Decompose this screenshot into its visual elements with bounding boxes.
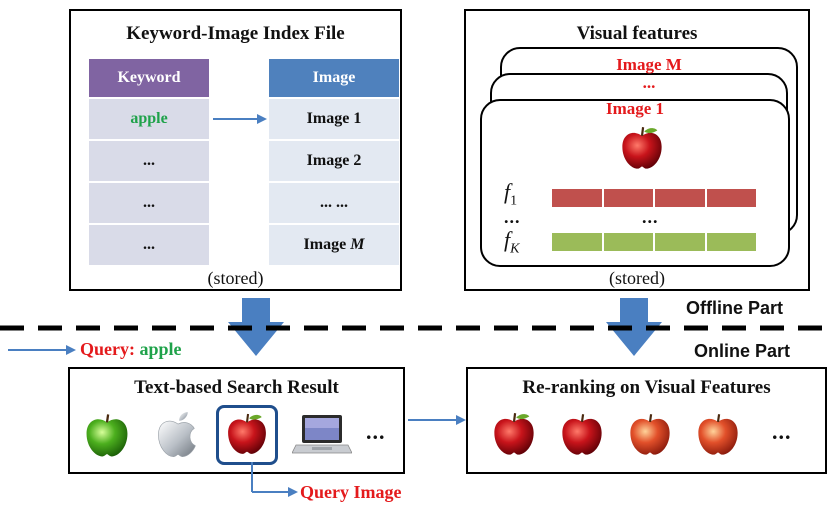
feature-f1-subscript: 1 [510, 193, 518, 209]
rerank-ellipsis: ... [772, 419, 792, 444]
rerank-apple-4 [698, 414, 738, 455]
keyword-column-header: Keyword [89, 59, 209, 97]
feature-f1-bar [552, 189, 756, 207]
keyword-image-index-panel: Keyword-Image Index File Keyword Image a… [69, 9, 402, 291]
feature-dots-left: ... [504, 207, 521, 227]
offline-part-label: Offline Part [686, 298, 784, 318]
query-label: Query: apple [80, 339, 182, 360]
image-column-header: Image [269, 59, 399, 97]
search-to-rerank-arrow [408, 415, 466, 425]
online-part-label: Online Part [694, 341, 791, 361]
query-image-highlight[interactable] [216, 405, 278, 465]
rerank-apple-2 [562, 414, 602, 455]
visual-stored-label: (stored) [609, 268, 665, 288]
card-dots: ... [642, 73, 656, 92]
text-search-ellipsis: ... [366, 419, 386, 444]
rerank-panel: Re-ranking on Visual Features ... [466, 367, 827, 474]
query-term: apple [139, 339, 182, 359]
image-cell: ... ... [269, 183, 399, 223]
keyword-cell-ellipsis: ... [89, 141, 209, 181]
query-image-label: Query Image [300, 482, 402, 502]
visual-down-arrow [606, 298, 662, 356]
index-down-arrow [228, 298, 284, 356]
offline-online-divider [0, 325, 835, 331]
red-apple-query-image [228, 413, 266, 454]
query-prefix: Query: [80, 339, 140, 359]
feature-f1-label: f1 [504, 179, 517, 209]
query-image-arrow [251, 462, 298, 497]
index-panel-title: Keyword-Image Index File [126, 23, 345, 44]
visual-features-panel: Visual features Image M ... Image 1 f1 .… [464, 9, 810, 291]
keyword-cell-ellipsis: ... [89, 183, 209, 223]
keyword-cell-ellipsis: ... [89, 225, 209, 265]
feature-f1-base: f [504, 179, 511, 204]
apple-icon [622, 127, 662, 169]
keyword-cell-apple: apple [89, 99, 209, 139]
feature-fk-subscript: K [510, 241, 520, 257]
feature-fk-base: f [504, 227, 511, 252]
image-cell: Image 2 [269, 141, 399, 181]
feature-dots-center: ... [642, 207, 659, 227]
rerank-apple-3 [630, 414, 670, 455]
card-front-label: Image 1 [605, 99, 665, 118]
feature-fk-label: fK [504, 227, 519, 257]
apple-logo-image [158, 412, 196, 457]
rerank-apple-1 [494, 413, 534, 455]
green-apple-image [86, 414, 128, 457]
visual-panel-title: Visual features [576, 23, 698, 44]
card-back-label: Image M [616, 55, 682, 74]
rerank-title: Re-ranking on Visual Features [522, 377, 771, 398]
query-arrow [8, 345, 76, 355]
text-search-result-panel: Text-based Search Result ... [68, 367, 405, 474]
image-cell-m: Image M [269, 225, 399, 265]
laptop-image [292, 415, 352, 454]
feature-fk-bar [552, 233, 756, 251]
keyword-to-image-arrow [213, 114, 267, 124]
text-search-title: Text-based Search Result [134, 377, 339, 398]
index-stored-label: (stored) [207, 268, 264, 288]
image-cell: Image 1 [269, 99, 399, 139]
